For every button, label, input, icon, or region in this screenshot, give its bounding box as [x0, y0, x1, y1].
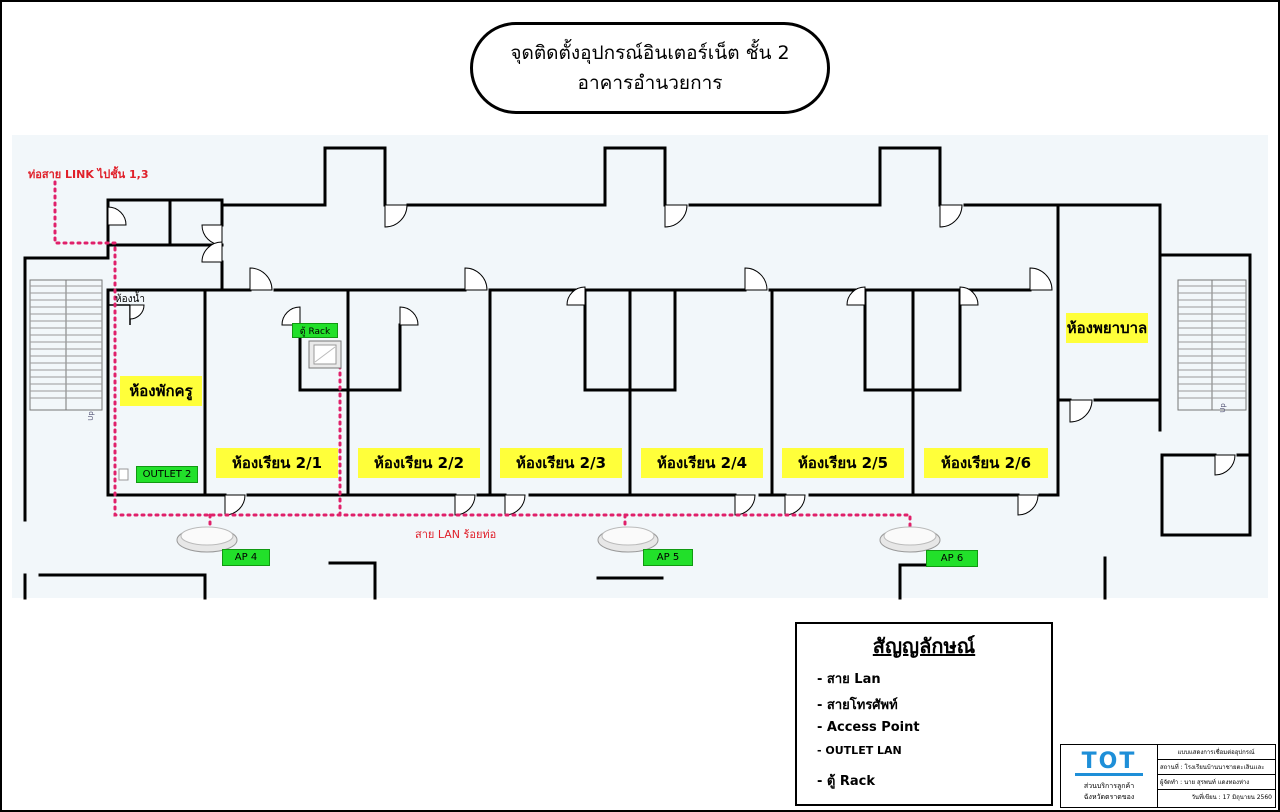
title-block: TOT ส่วนบริการลูกค้า ฉังหวัดตราดของ แบบแ… — [1060, 744, 1276, 808]
legend-item-access-point: - Access Point — [817, 720, 920, 735]
title-block-row-2: สถานที่ : โรงเรียนบ้านนาชายตะเลินเเละ — [1157, 760, 1275, 775]
room-label-teacher: ห้องพักครู — [120, 376, 202, 406]
tot-logo: TOT ส่วนบริการลูกค้า ฉังหวัดตราดของ — [1061, 745, 1158, 807]
room-label-2-4: ห้องเรียน 2/4 — [641, 448, 763, 478]
stairs-left — [29, 279, 103, 411]
doors — [107, 204, 1236, 516]
lan-cable-note: สาย LAN ร้อยท่อ — [415, 528, 497, 541]
door-swing — [107, 206, 127, 226]
title-block-row-3: ผู้จัดทำ : นาย สุรพนท์ แดงทองห่าง — [1157, 775, 1275, 790]
door-swing — [744, 267, 768, 291]
room-label-2-2: ห้องเรียน 2/2 — [358, 448, 480, 478]
door-swing — [1017, 494, 1039, 516]
door-swing — [846, 286, 866, 306]
logo-text: TOT — [1081, 749, 1137, 774]
legend-item-outlet: - OUTLET LAN — [817, 744, 902, 757]
walls — [23, 146, 1252, 600]
legend: สัญญลักษณ์ - สาย Lan - สายโทรศัพท์ - Acc… — [795, 622, 1053, 806]
ap-5-label: AP 5 — [643, 549, 693, 566]
title-line-1: จุดติดตั้งอุปกรณ์อินเตอร์เน็ต ชั้น 2 — [510, 42, 790, 64]
link-conduit-note: ท่อสาย LINK ไปชั้น 1,3 — [28, 168, 149, 181]
door-swing — [384, 204, 408, 228]
door-swing — [249, 267, 273, 291]
door-swing — [464, 267, 488, 291]
door-swing — [1214, 454, 1236, 476]
title-block-row-4: วันที่เขียน : 17 มิถุนายน 2560 — [1191, 794, 1272, 801]
room-label-2-6: ห้องเรียน 2/6 — [924, 448, 1048, 478]
access-point-icon-4 — [176, 526, 238, 553]
logo-sub-2: ฉังหวัดตราดของ — [1083, 793, 1135, 801]
door-swing — [1029, 267, 1053, 291]
ap-4-label: AP 4 — [222, 549, 270, 566]
lan-cable-route — [53, 180, 912, 530]
rack-label: ตู้ Rack — [292, 323, 338, 338]
door-swing — [201, 241, 223, 263]
door-swing — [129, 304, 145, 320]
outlet-icon — [118, 468, 129, 481]
stairs-up-right-label: Up — [1218, 403, 1227, 413]
room-label-2-3: ห้องเรียน 2/3 — [500, 448, 622, 478]
door-swing — [664, 204, 688, 228]
title-block-rows: แบบแสดงการเชื่อมต่ออุปกรณ์ สถานที่ : โรง… — [1157, 745, 1275, 807]
title-line-2: อาคารอำนวยการ — [577, 72, 723, 94]
door-swing — [939, 204, 963, 228]
room-label-nurse: ห้องพยาบาล — [1066, 313, 1148, 343]
legend-item-lan: - สาย Lan — [817, 672, 881, 687]
door-swing — [399, 306, 419, 326]
door-swing — [1069, 399, 1093, 423]
diagram-title: จุดติดตั้งอุปกรณ์อินเตอร์เน็ต ชั้น 2 อาค… — [470, 22, 830, 114]
title-block-row-1: แบบแสดงการเชื่อมต่ออุปกรณ์ — [1157, 745, 1275, 760]
rack-icon — [308, 340, 342, 369]
toilet-label: ห้องน้ำ — [115, 294, 145, 305]
door-swing — [281, 306, 301, 326]
logo-sub-1: ส่วนบริการลูกค้า — [1083, 782, 1135, 790]
stairs-right — [1177, 279, 1247, 411]
legend-item-rack: - ตู้ Rack — [817, 774, 876, 789]
outlet-label: OUTLET 2 — [136, 466, 198, 483]
legend-item-phone: - สายโทรศัพท์ — [817, 698, 898, 713]
room-label-2-5: ห้องเรียน 2/5 — [782, 448, 904, 478]
access-point-icon-6 — [879, 526, 941, 553]
ap-6-label: AP 6 — [926, 550, 978, 567]
stairs-up-left-label: Up — [86, 411, 95, 421]
door-swing — [566, 286, 586, 306]
room-label-2-1: ห้องเรียน 2/1 — [216, 448, 338, 478]
access-point-icon-5 — [597, 526, 659, 553]
door-swing — [959, 286, 979, 306]
legend-title: สัญญลักษณ์ — [872, 634, 976, 658]
